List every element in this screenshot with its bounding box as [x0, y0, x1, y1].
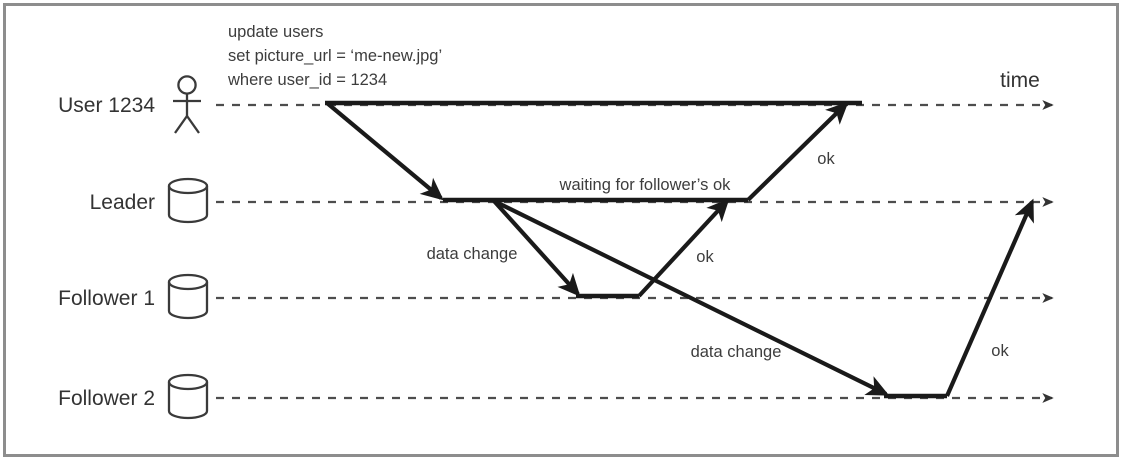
participant-label-user: User 1234 [58, 94, 155, 117]
message-arrow-data-change-follower2 [493, 199, 890, 396]
participant-label-follower1: Follower 1 [58, 287, 155, 310]
diagram-border [3, 3, 1119, 457]
sql-note-line-3: where user_id = 1234 [227, 71, 387, 89]
message-arrow-ok-follower2 [945, 198, 1034, 397]
sql-note-line-2: set picture_url = ‘me-new.jpg’ [228, 47, 442, 65]
stick-figure-icon [173, 75, 201, 134]
time-axis-label: time [1000, 69, 1040, 92]
message-label-data-change-follower1: data change [427, 245, 518, 263]
database-cylinder-icon-follower2 [167, 373, 209, 420]
message-arrow-ok-user [746, 101, 849, 202]
message-arrow-data-change-follower1 [492, 199, 581, 297]
participant-label-follower2: Follower 2 [58, 387, 155, 410]
sql-note-line-1: update users [228, 23, 323, 41]
database-cylinder-icon-follower1 [167, 273, 209, 320]
sql-note: update users set picture_url = ‘me-new.j… [227, 23, 442, 89]
message-arrow-ok-follower1 [637, 198, 730, 298]
state-label-waiting: waiting for follower’s ok [559, 176, 732, 194]
database-cylinder-icon-leader [167, 177, 209, 224]
message-label-ok-user: ok [817, 150, 835, 168]
message-arrow-update-request [325, 101, 444, 201]
participant-label-leader: Leader [90, 191, 155, 214]
message-label-ok-follower2: ok [991, 342, 1009, 360]
message-label-data-change-follower2: data change [691, 343, 782, 361]
message-label-ok-follower1: ok [696, 248, 714, 266]
